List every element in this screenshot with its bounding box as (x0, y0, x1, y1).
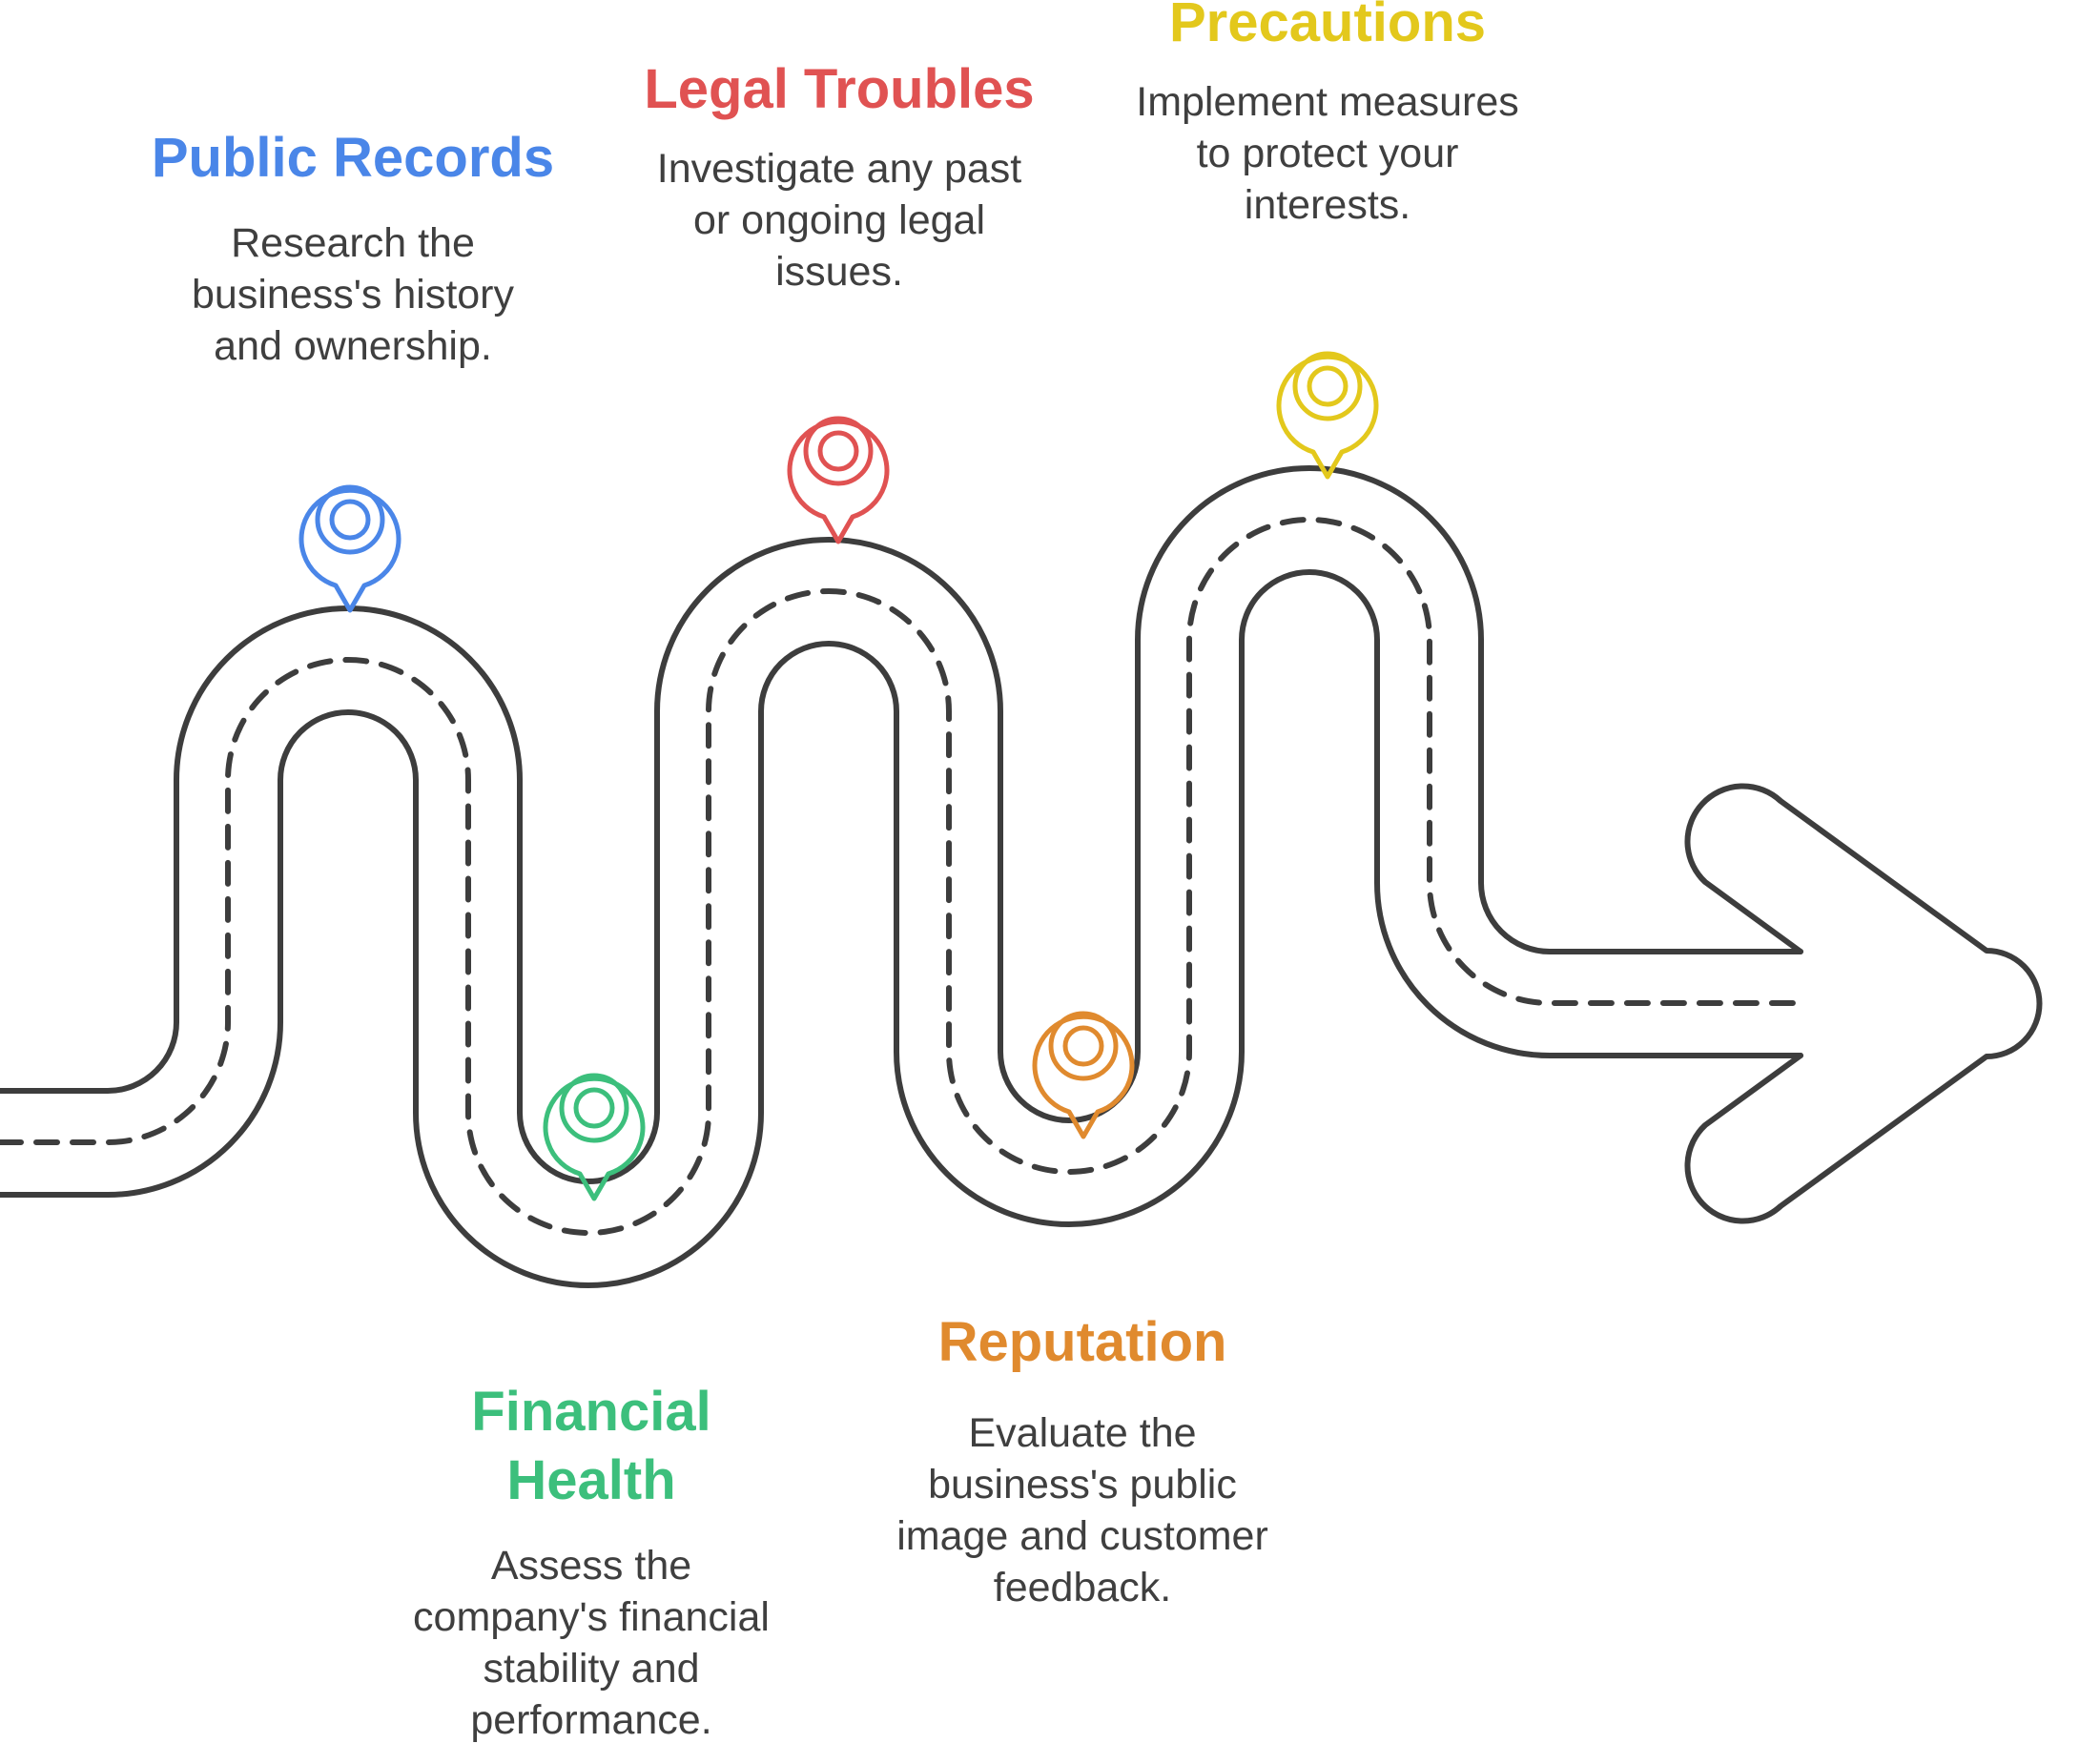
step-description: Investigate any past or ongoing legal is… (656, 146, 1022, 295)
road-inner-edge (0, 569, 1803, 1288)
step-public-records: Public Records Research the business's h… (134, 124, 572, 372)
step-financial-health: Financial Health Assess the company's fi… (381, 1378, 801, 1746)
location-pin-icon (1032, 1011, 1135, 1139)
step-title: Precautions (1169, 0, 1486, 53)
step-title: Legal Troubles (644, 58, 1035, 120)
step-title: Financial Health (471, 1381, 711, 1511)
location-pin-icon (1276, 351, 1379, 480)
winding-road-arrow-icon (0, 465, 2043, 1288)
road-center-line (0, 517, 1796, 1236)
location-pin-icon (299, 484, 401, 613)
step-precautions: Precautions Implement measures to protec… (1108, 0, 1547, 231)
step-title: Reputation (937, 1311, 1227, 1373)
step-description: Assess the company's financial stability… (413, 1543, 770, 1743)
step-legal-troubles: Legal Troubles Investigate any past or o… (620, 55, 1059, 297)
location-pin-icon (543, 1073, 646, 1201)
step-reputation: Reputation Evaluate the business's publi… (863, 1308, 1302, 1613)
arrow-head (1684, 783, 2043, 1224)
step-description: Implement measures to protect your inter… (1136, 79, 1519, 228)
step-title: Public Records (151, 127, 555, 189)
step-description: Evaluate the business's public image and… (896, 1410, 1268, 1610)
step-description: Research the business's history and owne… (191, 220, 515, 369)
location-pin-icon (787, 416, 890, 544)
